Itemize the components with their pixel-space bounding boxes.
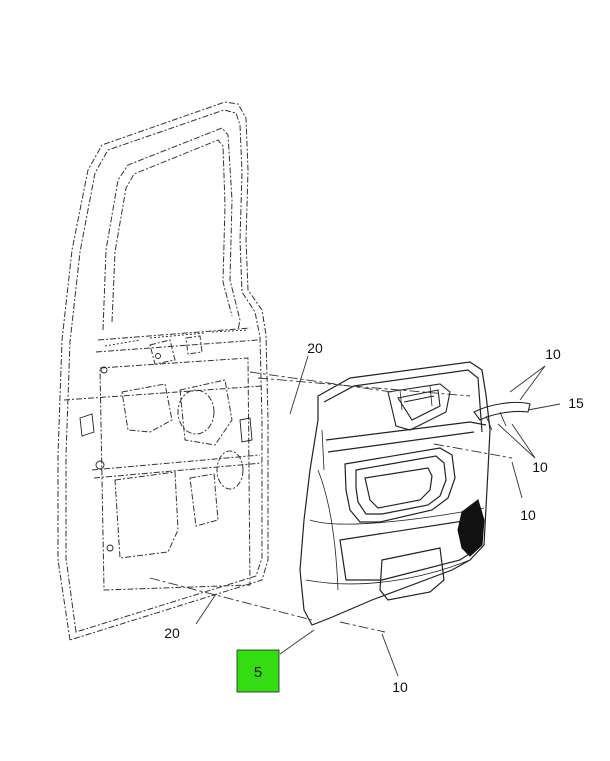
leader-lines bbox=[149, 355, 561, 677]
callout-10-mid: 10 bbox=[532, 459, 548, 475]
handle-bracket bbox=[387, 383, 451, 431]
callout-20-top: 20 bbox=[307, 340, 323, 356]
door-trim-panel bbox=[299, 361, 491, 626]
door-frame-details bbox=[79, 329, 253, 552]
callout-10-bottom: 10 bbox=[392, 679, 408, 695]
callout-15: 15 bbox=[568, 395, 584, 411]
door-frame bbox=[57, 101, 269, 641]
callout-5: 5 bbox=[254, 664, 262, 681]
callout-20-bottom: 20 bbox=[164, 625, 180, 641]
highlight-box[interactable] bbox=[236, 649, 280, 693]
grab-handle bbox=[473, 401, 531, 431]
callout-10-top: 10 bbox=[545, 346, 561, 362]
speaker-grille bbox=[457, 499, 485, 557]
callout-10-right: 10 bbox=[520, 507, 536, 523]
